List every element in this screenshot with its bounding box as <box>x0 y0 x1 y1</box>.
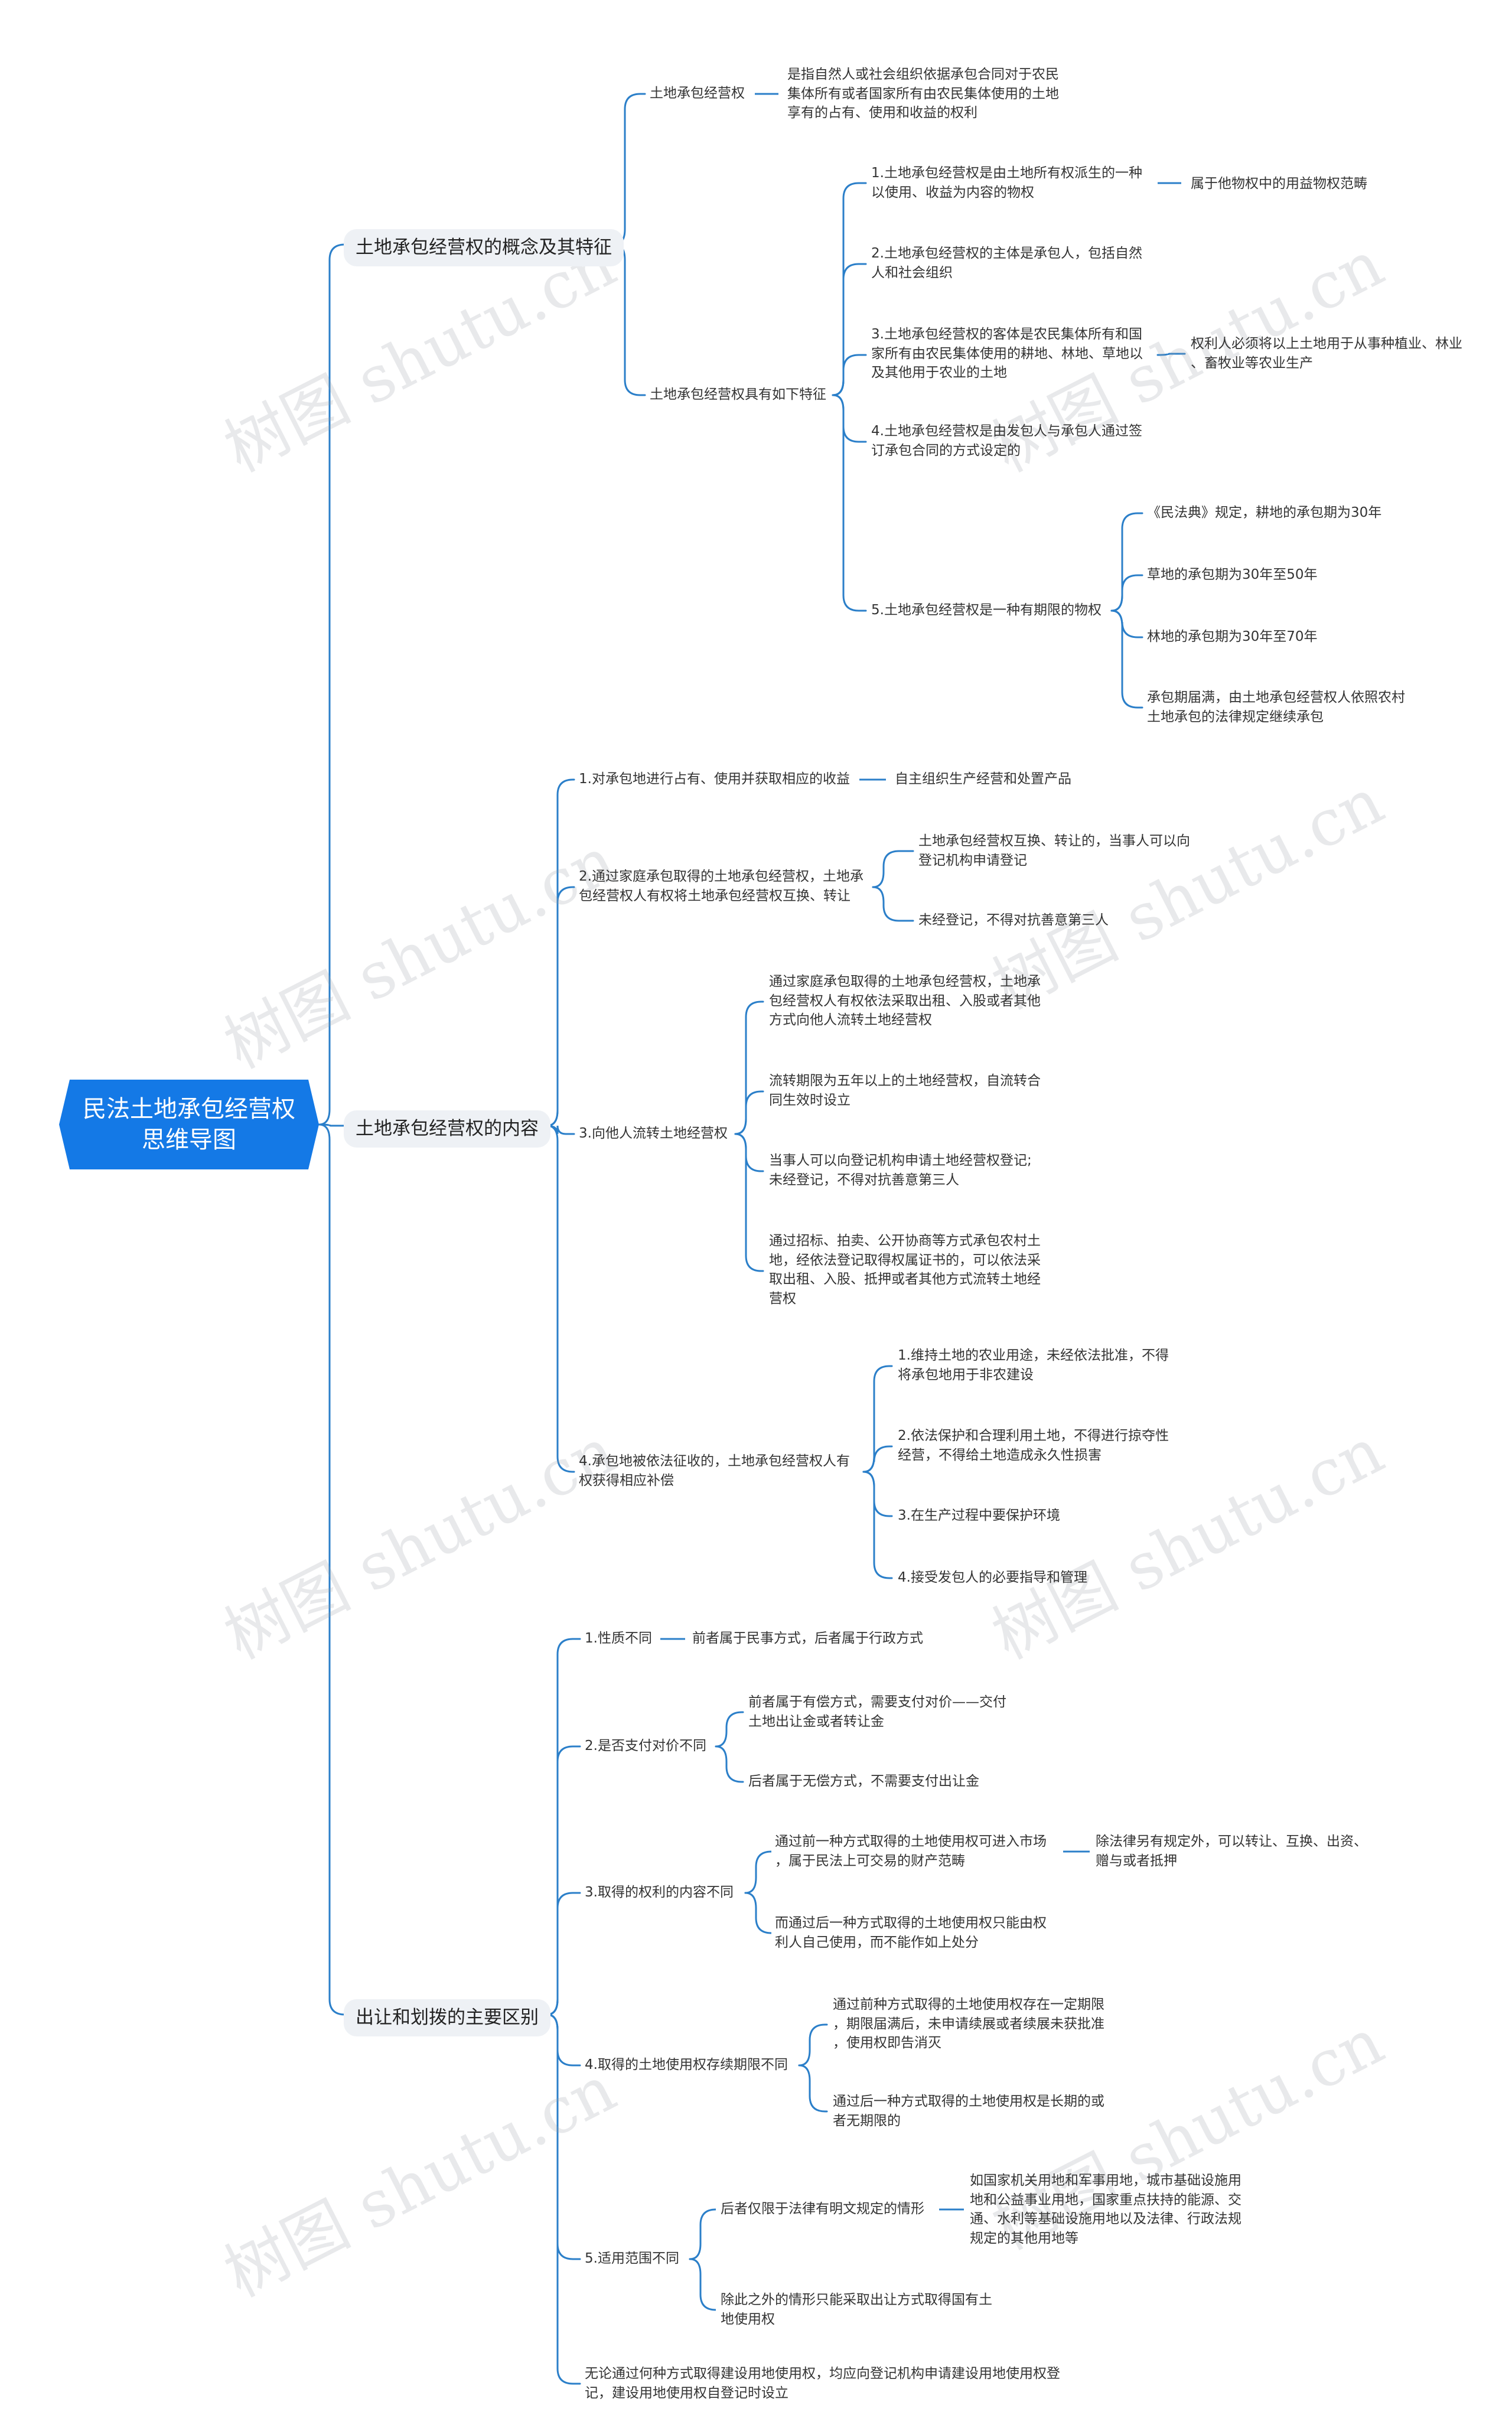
branch-content[interactable]: 土地承包经营权的内容 <box>344 1110 550 1148</box>
node-content-4-d[interactable]: 4.接受发包人的必要指导和管理 <box>898 1570 1087 1585</box>
connector <box>318 1123 346 2016</box>
node-content-4-b[interactable]: 2.依法保护和合理利用土地，不得进行掠夺性 经营，不得给土地造成永久性损害 <box>898 1428 1169 1463</box>
connector <box>613 243 646 396</box>
connector <box>734 1090 764 1135</box>
node-content-1-note[interactable]: 自主组织生产经营和处置产品 <box>895 771 1071 787</box>
connector <box>862 1445 893 1473</box>
connector <box>318 243 346 1126</box>
connector <box>715 1711 744 1748</box>
node-diff-3-a-note[interactable]: 除法律另有规定外，可以转让、互换、出资、 赠与或者抵押 <box>1096 1834 1367 1869</box>
node-diff-3-a[interactable]: 通过前一种方式取得的土地使用权可进入市场 ，属于民法上可交易的财产范畴 <box>775 1834 1047 1869</box>
node-content-3-a[interactable]: 通过家庭承包取得的土地承包经营权，土地承 包经营权人有权依法采取出租、入股或者其… <box>769 974 1041 1028</box>
node-feature-5-a[interactable]: 《民法典》规定，耕地的承包期为30年 <box>1147 505 1382 520</box>
connector <box>546 2013 581 2067</box>
node-diff-4-b[interactable]: 通过后一种方式取得的土地使用权是长期的或 者无期限的 <box>833 2094 1104 2129</box>
connector <box>832 394 867 612</box>
root-node[interactable]: 民法土地承包经营权 思维导图 <box>59 1080 319 1169</box>
node-content-2[interactable]: 2.通过家庭承包取得的土地承包经营权，土地承 包经营权人有权将土地承包经营权互换… <box>579 869 863 904</box>
node-diff-4[interactable]: 4.取得的土地使用权存续期限不同 <box>585 2057 788 2072</box>
connector <box>862 1471 893 1517</box>
node-diff-5-a-note[interactable]: 如国家机关用地和军事用地，城市基础设施用 地和公益事业用地，国家重点扶持的能源、… <box>970 2173 1241 2246</box>
node-content-4-c[interactable]: 3.在生产过程中要保护环境 <box>898 1508 1060 1523</box>
connector <box>734 1133 764 1272</box>
connector <box>862 1365 893 1473</box>
connector <box>546 778 575 1127</box>
connector <box>689 2208 716 2260</box>
connector <box>546 1745 581 2016</box>
branch-diff[interactable]: 出让和划拨的主要区别 <box>344 1999 550 2036</box>
connector <box>546 1125 575 1473</box>
connector <box>798 2064 828 2113</box>
node-content-3-b[interactable]: 流转期限为五年以上的土地经营权，自流转合 同生效时设立 <box>769 1073 1041 1108</box>
connector <box>546 1892 581 2016</box>
node-feature-2[interactable]: 2.土地承包经营权的主体是承包人，包括自然 人和社会组织 <box>871 246 1142 281</box>
node-diff-2-b[interactable]: 后者属于无偿方式，不需要支付出让金 <box>748 1774 979 1789</box>
connector <box>1110 574 1143 612</box>
node-content-4[interactable]: 4.承包地被依法征收的，土地承包经营权人有 权获得相应补偿 <box>579 1453 850 1488</box>
node-feature-3[interactable]: 3.土地承包经营权的客体是农民集体所有和国 家所有由农民集体使用的耕地、林地、草… <box>871 327 1143 381</box>
connector <box>832 263 867 396</box>
connector <box>734 1133 764 1172</box>
node-feature-3-note[interactable]: 权利人必须将以上土地用于从事种植业、林业 、畜牧业等农业生产 <box>1191 336 1462 371</box>
connector <box>715 1745 744 1783</box>
node-diff-3[interactable]: 3.取得的权利的内容不同 <box>585 1885 734 1900</box>
node-content-3[interactable]: 3.向他人流转土地经营权 <box>579 1126 728 1141</box>
connector <box>689 2258 716 2311</box>
node-definition-text[interactable]: 是指自然人或社会组织依据承包合同对于农民 集体所有或者国家所有由农民集体使用的土… <box>787 67 1059 121</box>
connector <box>744 1892 772 1934</box>
connector <box>318 1123 345 1127</box>
node-diff-3-b[interactable]: 而通过后一种方式取得的土地使用权只能由权 利人自己使用，而不能作如上处分 <box>775 1915 1047 1950</box>
node-diff-5-b[interactable]: 除此之外的情形只能采取出让方式取得国有土 地使用权 <box>721 2292 992 2327</box>
connector <box>1156 353 1186 356</box>
node-feature-4[interactable]: 4.土地承包经营权是由发包人与承包人通过签 订承包合同的方式设定的 <box>871 423 1142 458</box>
connector <box>872 850 914 888</box>
connector <box>1110 610 1143 709</box>
node-features-label[interactable]: 土地承包经营权具有如下特征 <box>650 387 826 402</box>
connector <box>1110 610 1143 638</box>
node-definition-label[interactable]: 土地承包经营权 <box>650 86 745 101</box>
connector <box>832 182 867 396</box>
node-diff-5[interactable]: 5.适用范围不同 <box>585 2251 679 2266</box>
connector <box>798 2023 828 2067</box>
connector <box>546 2013 581 2260</box>
connector <box>1110 512 1143 612</box>
node-diff-1[interactable]: 1.性质不同 <box>585 1631 652 1646</box>
node-content-2-b[interactable]: 未经登记，不得对抗善意第三人 <box>918 912 1109 928</box>
node-diff-6[interactable]: 无论通过何种方式取得建设用地使用权，均应向登记机构申请建设用地使用权登 记，建设… <box>585 2366 1060 2401</box>
node-diff-2[interactable]: 2.是否支付对价不同 <box>585 1738 706 1754</box>
node-diff-4-a[interactable]: 通过前种方式取得的土地使用权存在一定期限 ，期限届满后，未申请续展或者续展未获批… <box>833 1997 1104 2051</box>
node-content-1[interactable]: 1.对承包地进行占有、使用并获取相应的收益 <box>579 771 850 787</box>
connector <box>613 93 646 246</box>
connector <box>546 2013 581 2385</box>
node-feature-5-d[interactable]: 承包期届满，由土地承包经营权人依照农村 土地承包的法律规定继续承包 <box>1147 690 1405 725</box>
connector <box>744 1850 772 1894</box>
connector <box>872 886 914 922</box>
node-content-3-d[interactable]: 通过招标、拍卖、公开协商等方式承包农村土 地，经依法登记取得权属证书的，可以依法… <box>769 1233 1041 1306</box>
connector <box>546 886 575 1127</box>
node-content-3-c[interactable]: 当事人可以向登记机构申请土地经营权登记; 未经登记，不得对抗善意第三人 <box>769 1153 1032 1188</box>
node-diff-1-note[interactable]: 前者属于民事方式，后者属于行政方式 <box>692 1631 923 1646</box>
node-diff-2-a[interactable]: 前者属于有偿方式，需要支付对价——交付 土地出让金或者转让金 <box>748 1694 1006 1729</box>
node-feature-5-b[interactable]: 草地的承包期为30年至50年 <box>1147 567 1318 582</box>
connector <box>546 1638 581 2016</box>
node-diff-5-a[interactable]: 后者仅限于法律有明文规定的情形 <box>721 2201 924 2217</box>
branch-concept[interactable]: 土地承包经营权的概念及其特征 <box>344 229 624 266</box>
node-feature-5-c[interactable]: 林地的承包期为30年至70年 <box>1147 629 1318 644</box>
node-feature-1-note[interactable]: 属于他物权中的用益物权范畴 <box>1191 176 1367 191</box>
node-content-2-a[interactable]: 土地承包经营权互换、转让的，当事人可以向 登记机构申请登记 <box>918 833 1190 868</box>
node-content-4-a[interactable]: 1.维持土地的农业用途，未经依法批准，不得 将承包地用于非农建设 <box>898 1348 1169 1383</box>
connector <box>862 1471 893 1579</box>
node-feature-1[interactable]: 1.土地承包经营权是由土地所有权派生的一种 以使用、收益为内容的物权 <box>871 165 1142 200</box>
connector <box>832 354 867 396</box>
connector <box>734 1000 764 1135</box>
connector <box>832 394 867 443</box>
node-feature-5[interactable]: 5.土地承包经营权是一种有期限的物权 <box>871 602 1102 618</box>
